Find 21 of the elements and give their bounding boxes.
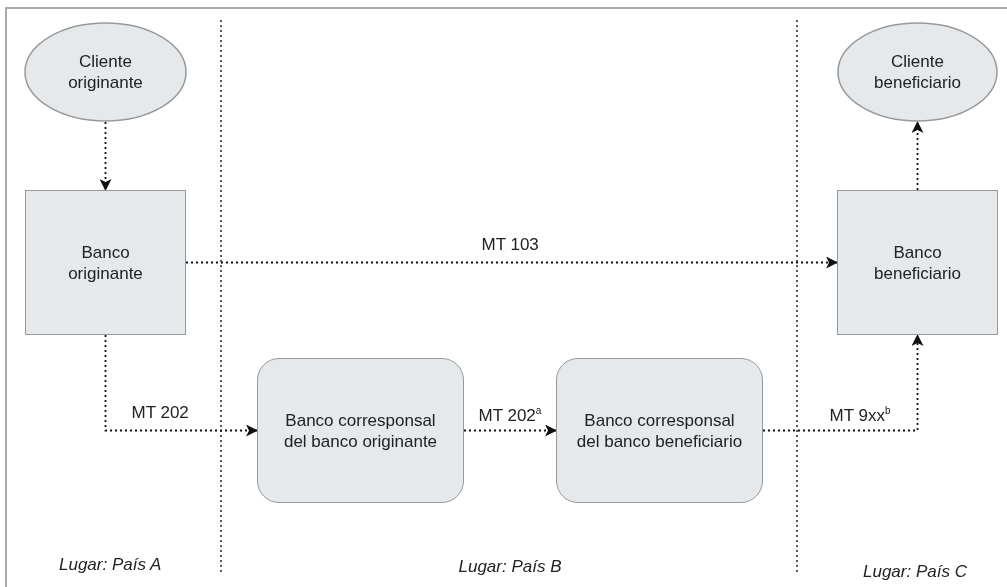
node-label: Banco corresponsal del banco beneficiario	[576, 409, 743, 452]
arrow	[185, 256, 838, 269]
arrow	[104, 334, 258, 437]
node-label: Banco beneficiario	[873, 241, 962, 284]
node-label: Banco originante	[67, 241, 144, 284]
client-ellipse	[837, 22, 998, 122]
arrow	[762, 334, 924, 432]
bank-box	[25, 190, 186, 335]
client-ellipse	[24, 22, 187, 122]
node-label: Cliente originante	[67, 51, 144, 93]
node-label: Cliente beneficiario	[873, 51, 962, 93]
arrow	[463, 424, 557, 437]
region-label: Lugar: País C	[863, 562, 967, 582]
region-label: Lugar: País B	[458, 557, 562, 577]
arrow	[99, 121, 112, 191]
arrow	[911, 121, 924, 191]
bank-box	[257, 358, 464, 503]
bank-box	[837, 190, 998, 335]
node-label: Banco corresponsal del banco originante	[282, 409, 439, 452]
region-label: Lugar: País A	[59, 555, 162, 575]
bank-box	[556, 358, 763, 503]
